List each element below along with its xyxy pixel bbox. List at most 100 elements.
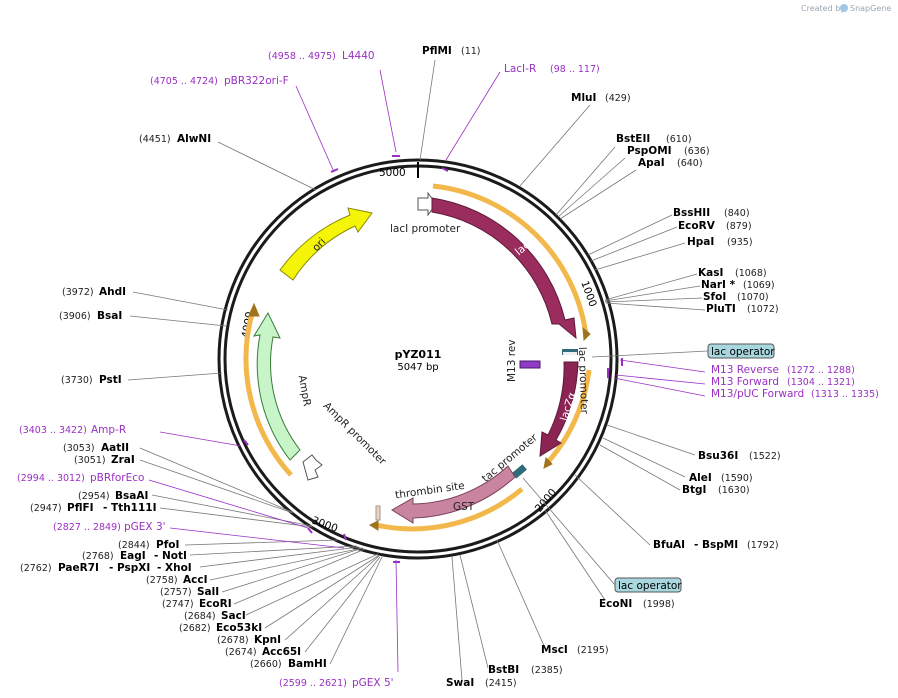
svg-text:(2758): (2758) xyxy=(146,575,178,586)
svg-text:(4451): (4451) xyxy=(139,134,171,145)
lac-operator-label-2: lac operator xyxy=(618,580,682,592)
enzyme-btgi: BtgI xyxy=(682,484,706,496)
enzyme-msci: MscI xyxy=(541,644,568,656)
enzyme-eco53ki: Eco53kI xyxy=(216,622,262,634)
m13-rev-label: M13 rev xyxy=(506,339,518,382)
svg-text:(2844): (2844) xyxy=(118,540,150,551)
svg-text:(1630): (1630) xyxy=(718,485,750,496)
svg-text:- XhoI: - XhoI xyxy=(157,562,192,574)
svg-text:- BspMI: - BspMI xyxy=(694,539,738,551)
ori-feature[interactable] xyxy=(279,207,373,281)
svg-text:(2682): (2682) xyxy=(179,623,211,634)
enzyme-nari: NarI * xyxy=(701,279,736,291)
svg-text:(4705 .. 4724): (4705 .. 4724) xyxy=(150,76,218,87)
svg-text:- Tth111I: - Tth111I xyxy=(103,502,157,514)
backbone-outer xyxy=(217,158,619,560)
svg-text:(1304 .. 1321): (1304 .. 1321) xyxy=(787,377,855,388)
svg-text:(1998): (1998) xyxy=(643,599,675,610)
plasmid-name: pYZ011 xyxy=(395,348,442,361)
ampr-promoter-label: AmpR promoter xyxy=(321,400,389,468)
enzyme-sfoi: SfoI xyxy=(703,291,726,303)
svg-text:(1522): (1522) xyxy=(749,451,781,462)
lac-operator-leader-2 xyxy=(522,477,616,586)
svg-text:(610): (610) xyxy=(666,134,692,145)
primer-m13-reverse: M13 Reverse xyxy=(711,364,779,376)
primer-pgex3: pGEX 3' xyxy=(124,521,166,533)
enzyme-kpni: KpnI xyxy=(254,634,281,646)
m13-rev-feature[interactable] xyxy=(519,360,541,369)
svg-text:(2994 .. 3012): (2994 .. 3012) xyxy=(17,473,85,484)
svg-text:(2674): (2674) xyxy=(225,647,257,658)
lac-operator-label-1: lac operator xyxy=(711,346,775,358)
svg-text:(3403 .. 3422): (3403 .. 3422) xyxy=(19,425,87,436)
enzyme-pluti: PluTI xyxy=(706,303,736,315)
lac-operator-leader-1 xyxy=(591,350,709,358)
lac-promoter-mark xyxy=(563,352,577,355)
ampr-label: AmpR xyxy=(296,374,313,407)
laci-feature[interactable] xyxy=(431,197,577,340)
enzyme-aatii: AatII xyxy=(101,442,129,454)
ampr-feature[interactable] xyxy=(253,311,301,461)
lac-promoter-label: lac promoter xyxy=(576,347,590,415)
brand-text: SnapGene xyxy=(850,4,891,13)
enzyme-bsai: BsaI xyxy=(97,310,122,322)
laczα-feature[interactable] xyxy=(539,361,579,457)
gst-feature[interactable] xyxy=(391,465,516,524)
enzyme-bsshii: BssHII xyxy=(673,207,710,219)
svg-text:(2195): (2195) xyxy=(577,645,609,656)
credit-text: Created by xyxy=(801,4,845,13)
ampr-promoter-arrow[interactable] xyxy=(302,454,323,481)
svg-text:(429): (429) xyxy=(605,93,631,104)
primer-pgex5: pGEX 5' xyxy=(352,677,394,689)
primer-marks xyxy=(243,155,623,563)
enzyme-pfoi: PfoI xyxy=(156,539,179,551)
svg-text:(2954): (2954) xyxy=(78,491,110,502)
svg-text:(636): (636) xyxy=(684,146,710,157)
svg-text:(640): (640) xyxy=(677,158,703,169)
svg-text:(2385): (2385) xyxy=(531,665,563,676)
svg-text:- NotI: - NotI xyxy=(154,550,187,562)
svg-text:(935): (935) xyxy=(727,237,753,248)
svg-text:(3730): (3730) xyxy=(61,375,93,386)
enzyme-alwni: AlwNI xyxy=(177,133,211,145)
svg-text:(1068): (1068) xyxy=(735,268,767,279)
enzyme-ahdi: AhdI xyxy=(99,286,126,298)
thrombin-site-feature[interactable] xyxy=(375,505,381,521)
enzyme-pflfi: PflFI xyxy=(67,502,94,514)
svg-text:(2768): (2768) xyxy=(82,551,114,562)
enzyme-pspomi: PspOMI xyxy=(627,145,672,157)
snapgene-logo-icon xyxy=(840,4,848,12)
enzyme-acc65i: Acc65I xyxy=(262,646,301,658)
primer-leaders xyxy=(148,69,706,673)
enzyme-eagi: EagI xyxy=(120,550,146,562)
enzyme-bsteii: BstEII xyxy=(616,133,650,145)
enzyme-ecori: EcoRI xyxy=(199,598,232,610)
primer-m13-forward: M13 Forward xyxy=(711,376,779,388)
primer-l4440: L4440 xyxy=(342,50,375,62)
primer-amp-r: Amp-R xyxy=(91,424,126,436)
svg-text:(2684): (2684) xyxy=(184,611,216,622)
lac-operator-mark-2 xyxy=(511,464,527,479)
svg-text:(2415): (2415) xyxy=(485,678,517,689)
enzyme-econi: EcoNI xyxy=(599,598,632,610)
laci-promoter-label: lacI promoter xyxy=(390,223,461,235)
tick-5000: 5000 xyxy=(379,167,406,179)
svg-text:(2747): (2747) xyxy=(162,599,194,610)
enzyme-bstbi: BstBI xyxy=(488,664,519,676)
enzyme-zrai: ZraI xyxy=(111,454,135,466)
svg-text:(1070): (1070) xyxy=(737,292,769,303)
enzyme-kasi: KasI xyxy=(698,267,723,279)
svg-text:(3053): (3053) xyxy=(63,443,95,454)
enzyme-acci: AccI xyxy=(183,574,207,586)
svg-text:(2757): (2757) xyxy=(160,587,192,598)
svg-text:(1069): (1069) xyxy=(743,280,775,291)
svg-text:(2827 .. 2849): (2827 .. 2849) xyxy=(53,522,121,533)
enzyme-pflmi: PflMI xyxy=(422,45,452,57)
enzyme-apai: ApaI xyxy=(638,157,665,169)
svg-text:(2762): (2762) xyxy=(20,563,52,574)
orange-arrows xyxy=(248,302,591,531)
gst-label: GST xyxy=(453,501,475,513)
svg-text:(3051): (3051) xyxy=(74,455,106,466)
enzyme-bsu36i: Bsu36I xyxy=(698,450,738,462)
